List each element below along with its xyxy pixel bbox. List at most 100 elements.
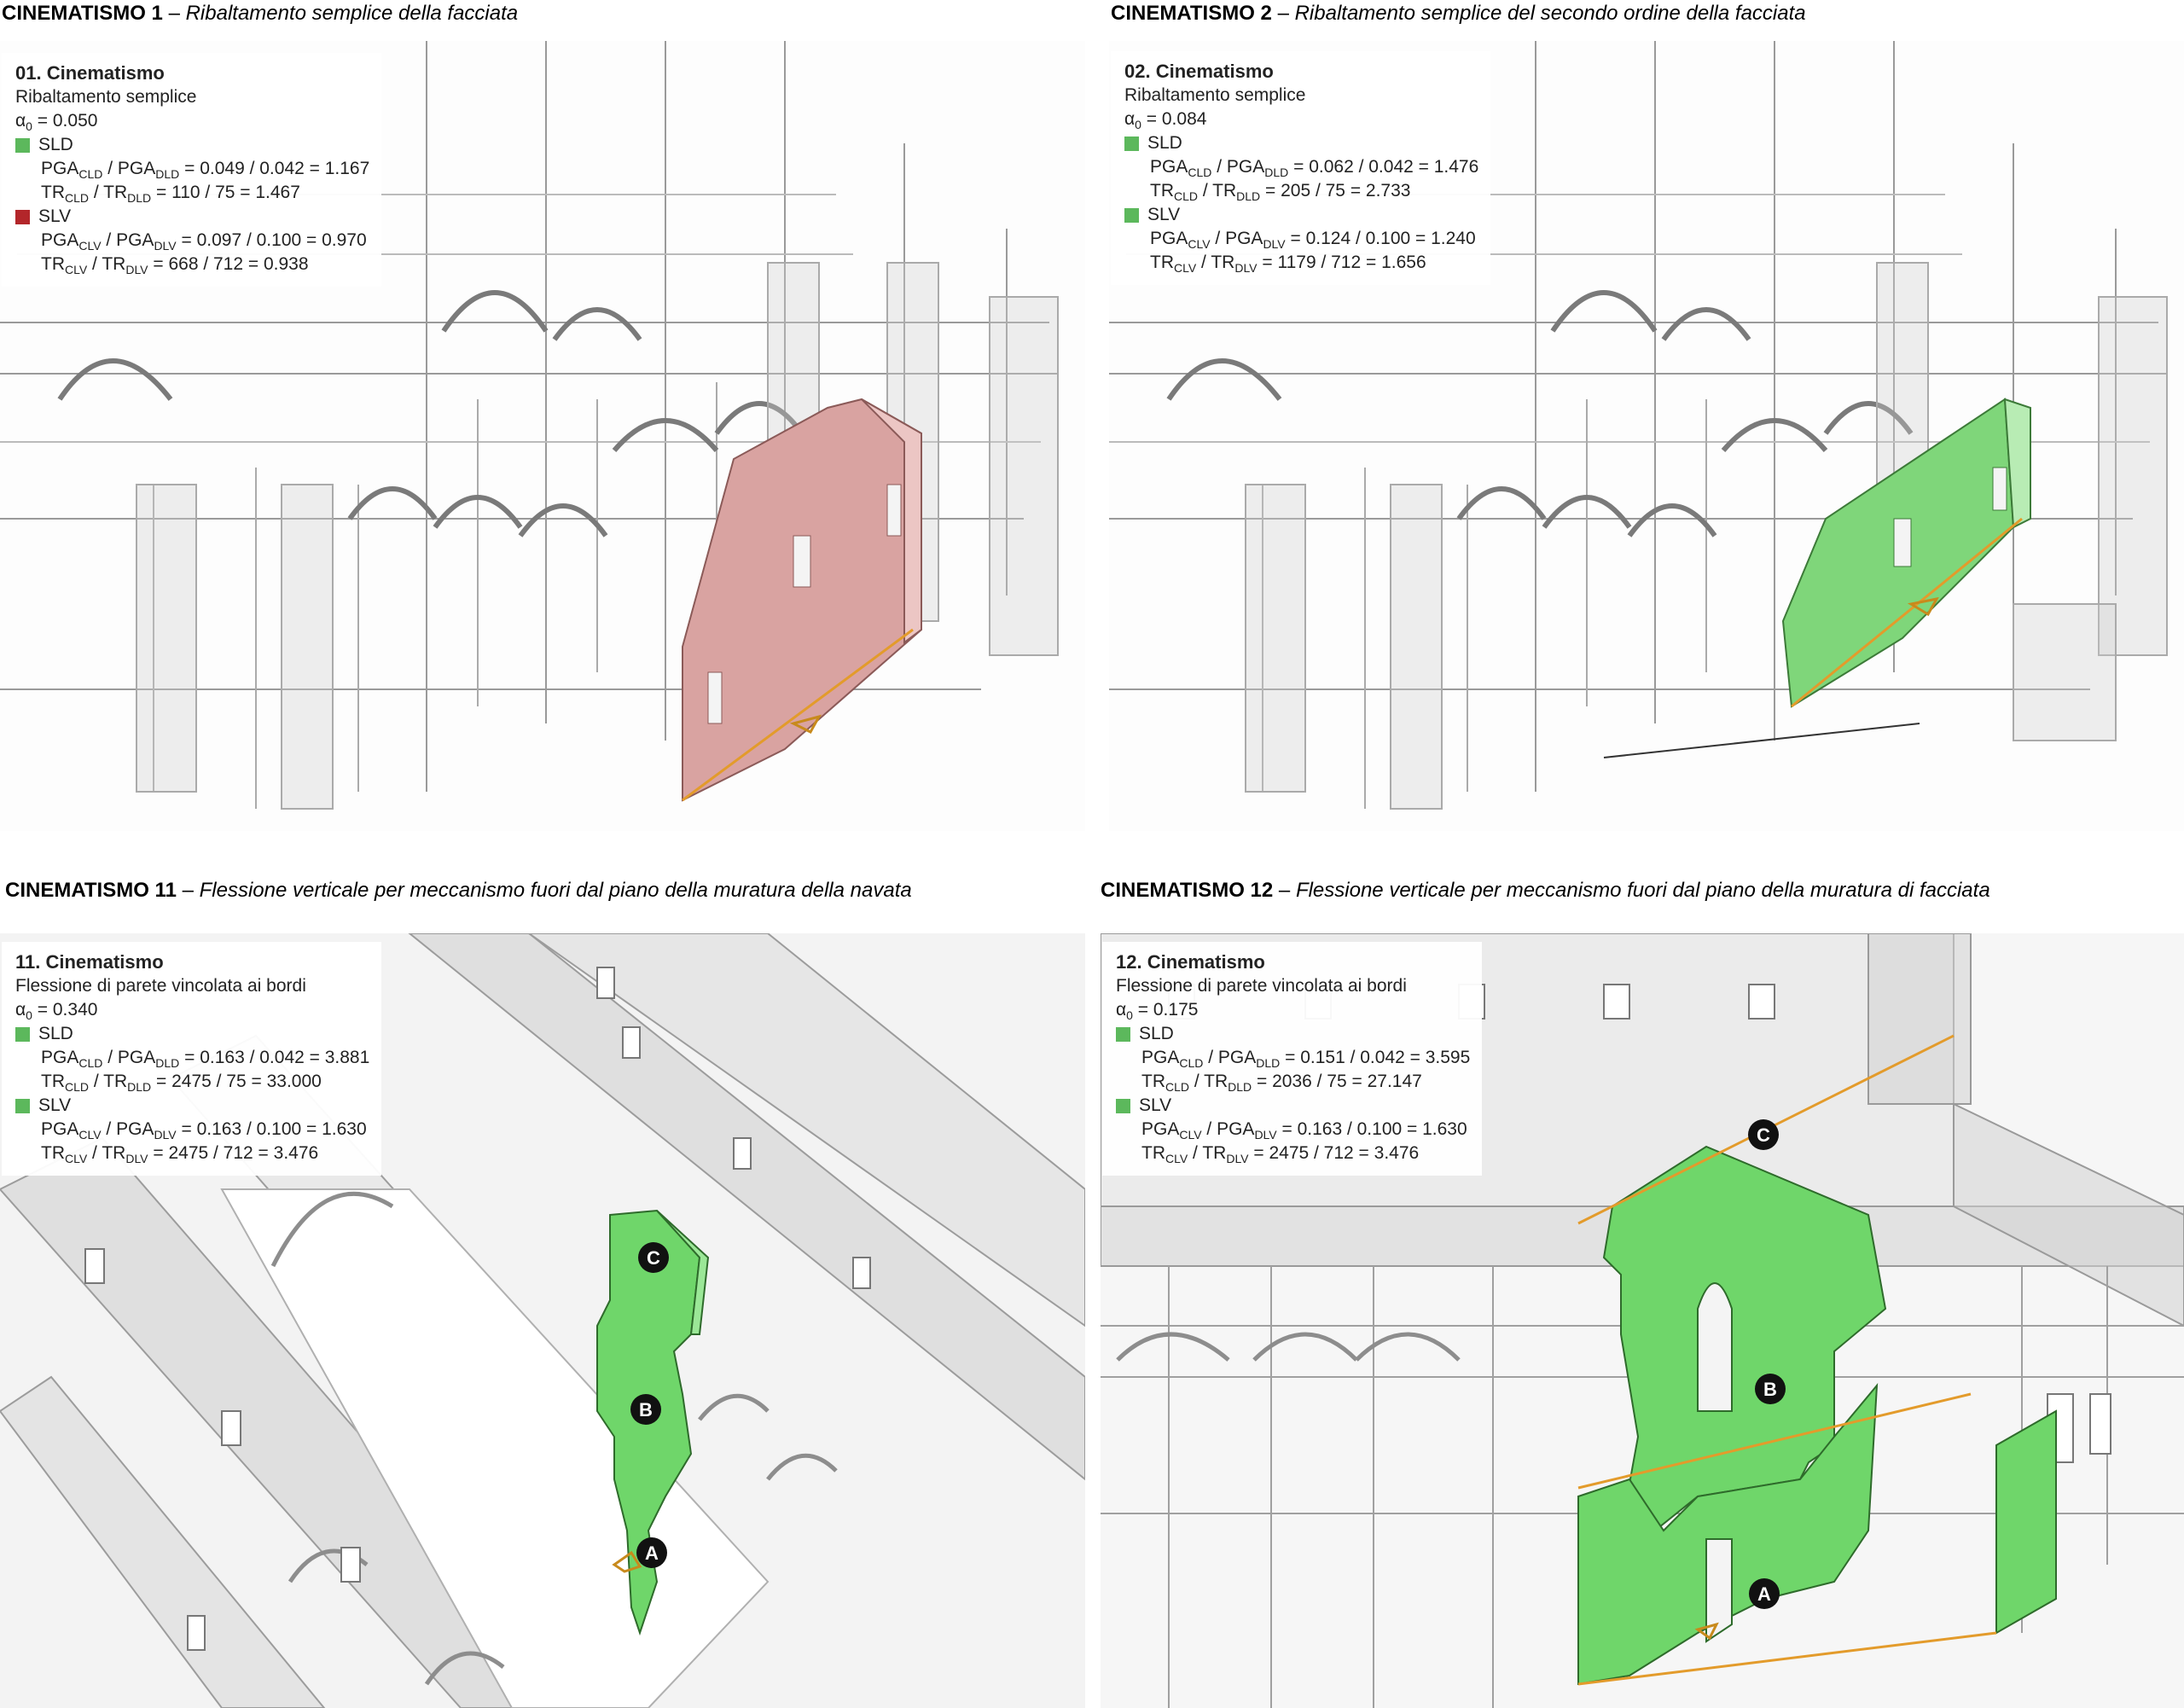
panel-4-title-bold: CINEMATISMO 12 (1101, 879, 1274, 902)
panel-1-slv-row: SLV (15, 205, 369, 229)
panel-1-title-bold: CINEMATISMO 1 (2, 2, 163, 25)
cld-sub: CLD (1179, 1056, 1204, 1070)
slv-label: SLV (1147, 205, 1181, 224)
panel-4-marker-b: B (1755, 1374, 1786, 1404)
slash: / (1196, 253, 1211, 272)
tr-label: TR (1211, 253, 1235, 272)
panel-3-info-type: Flessione di parete vincolata ai bordi (15, 976, 306, 996)
panel-3-sld-pga: PGACLD / PGADLD = 0.163 / 0.042 = 3.881 (15, 1046, 369, 1070)
tr-label: TR (102, 254, 126, 274)
pga-label: PGA (1150, 229, 1188, 248)
sld-tr-values: = 2036 / 75 = 27.147 (1252, 1072, 1422, 1091)
pga-label: PGA (1217, 1119, 1255, 1139)
tr-label: TR (41, 1072, 65, 1091)
dlv-sub: DLV (154, 239, 177, 253)
clv-sub: CLV (78, 1128, 102, 1142)
alpha-value: = 0.084 (1141, 109, 1207, 129)
panel-2-hinge-line (1791, 517, 2023, 708)
dlv-sub: DLV (1226, 1152, 1249, 1165)
panel-2-sld-tr: TRCLD / TRDLD = 205 / 75 = 2.733 (1124, 179, 1478, 203)
clv-sub: CLV (1179, 1128, 1202, 1142)
panel-4-slv-pga: PGACLV / PGADLV = 0.163 / 0.100 = 1.630 (1116, 1118, 1470, 1142)
dlv-sub: DLV (125, 263, 148, 276)
tr-label: TR (1212, 181, 1237, 200)
panel-4-viewport[interactable]: C B A 12. Cinematismo Flessione di paret… (1101, 933, 2184, 1708)
panel-3-title: CINEMATISMO 11 – Flessione verticale per… (5, 879, 912, 903)
slv-tr-values: = 2475 / 712 = 3.476 (1248, 1143, 1420, 1163)
slash: / (102, 1048, 118, 1067)
slash: / (1201, 1119, 1217, 1139)
sld-status-ok-icon (15, 1026, 30, 1042)
panel-1-title-dash: – (162, 2, 186, 25)
panel-1-walls (136, 262, 1059, 810)
sld-status-ok-icon (1124, 136, 1139, 151)
panel-1-hinge-icon (789, 714, 822, 734)
panel-1-viewport[interactable]: 01. Cinematismo Ribaltamento semplice α0… (0, 41, 1085, 831)
pga-label: PGA (116, 1119, 154, 1139)
sld-label: SLD (1147, 133, 1182, 153)
panel-4-info-type: Flessione di parete vincolata ai bordi (1116, 976, 1407, 996)
clv-sub: CLV (1188, 237, 1211, 251)
panel-1-info-type: Ribaltamento semplice (15, 87, 197, 107)
slv-label: SLV (38, 206, 72, 226)
alpha-sub: 0 (26, 1008, 32, 1022)
panel-3-viewport[interactable]: C B A 11. Cinematismo Flessione di paret… (0, 933, 1085, 1708)
panel-4-hinge-line-a (1577, 1631, 1997, 1686)
panel-3-title-italic: Flessione verticale per meccanismo fuori… (199, 879, 912, 902)
tr-label: TR (41, 183, 65, 202)
dlv-sub: DLV (154, 1128, 177, 1142)
pga-label: PGA (1225, 229, 1263, 248)
panel-1-info-header: 01. Cinematismo (15, 62, 165, 84)
sld-pga-values: = 0.151 / 0.042 = 3.595 (1280, 1048, 1471, 1067)
panel-3-info-header: 11. Cinematismo (15, 951, 164, 973)
dld-sub: DLD (1264, 166, 1289, 179)
slv-status-ok-icon (1116, 1098, 1130, 1113)
panel-4-title: CINEMATISMO 12 – Flessione verticale per… (1101, 879, 1990, 903)
panel-3-title-bold: CINEMATISMO 11 (5, 879, 177, 902)
cld-sub: CLD (1174, 189, 1199, 203)
clv-sub: CLV (65, 1152, 88, 1165)
slv-tr-values: = 668 / 712 = 0.938 (148, 254, 309, 274)
panel-3-slv-pga: PGACLV / PGADLV = 0.163 / 0.100 = 1.630 (15, 1118, 369, 1142)
slash: / (1211, 157, 1227, 177)
panel-1-slv-pga: PGACLV / PGADLV = 0.097 / 0.100 = 0.970 (15, 229, 369, 253)
sld-pga-values: = 0.163 / 0.042 = 3.881 (179, 1048, 370, 1067)
panel-2-hinge-icon (1907, 596, 1939, 617)
panel-3-slv-row: SLV (15, 1094, 369, 1118)
panel-3-title-dash: – (176, 879, 200, 902)
tr-label: TR (1202, 1143, 1227, 1163)
slv-label: SLV (38, 1095, 72, 1115)
slv-status-ok-icon (15, 1098, 30, 1113)
panel-1-slv-tr: TRCLV / TRDLV = 668 / 712 = 0.938 (15, 253, 369, 276)
tr-label: TR (1141, 1143, 1165, 1163)
alpha-sub: 0 (26, 119, 32, 133)
slash: / (1188, 1143, 1203, 1163)
panel-2-info-type: Ribaltamento semplice (1124, 85, 1306, 105)
panel-3-marker-c: C (638, 1242, 669, 1273)
sld-pga-values: = 0.062 / 0.042 = 1.476 (1288, 157, 1479, 177)
sld-label: SLD (38, 135, 73, 154)
panel-2-info-header: 02. Cinematismo (1124, 61, 1274, 82)
slv-pga-values: = 0.163 / 0.100 = 1.630 (176, 1119, 367, 1139)
slv-pga-values: = 0.124 / 0.100 = 1.240 (1285, 229, 1476, 248)
slv-tr-values: = 2475 / 712 = 3.476 (148, 1143, 319, 1163)
pga-label: PGA (1226, 157, 1265, 177)
slv-label: SLV (1139, 1095, 1172, 1115)
sld-label: SLD (1139, 1024, 1174, 1043)
slash: / (1189, 1072, 1205, 1091)
panel-2-viewport[interactable]: 02. Cinematismo Ribaltamento semplice α0… (1109, 41, 2184, 831)
dlv-sub: DLV (125, 1152, 148, 1165)
pga-label: PGA (41, 1119, 79, 1139)
alpha-sub: 0 (1126, 1008, 1133, 1022)
panel-4-infobox: 12. Cinematismo Flessione di parete vinc… (1102, 942, 1483, 1176)
panel-1-sld-row: SLD (15, 133, 369, 157)
panel-2-title-italic: Ribaltamento semplice del secondo ordine… (1294, 2, 1806, 25)
slash: / (89, 1072, 104, 1091)
clv-sub: CLV (65, 263, 88, 276)
slash: / (89, 183, 104, 202)
cld-sub: CLD (1188, 166, 1212, 179)
dld-sub: DLD (1256, 1056, 1281, 1070)
panel-4-info-alpha: α0 = 0.175 (1116, 998, 1470, 1022)
cld-sub: CLD (78, 167, 103, 181)
panel-3-slv-tr: TRCLV / TRDLV = 2475 / 712 = 3.476 (15, 1142, 369, 1165)
